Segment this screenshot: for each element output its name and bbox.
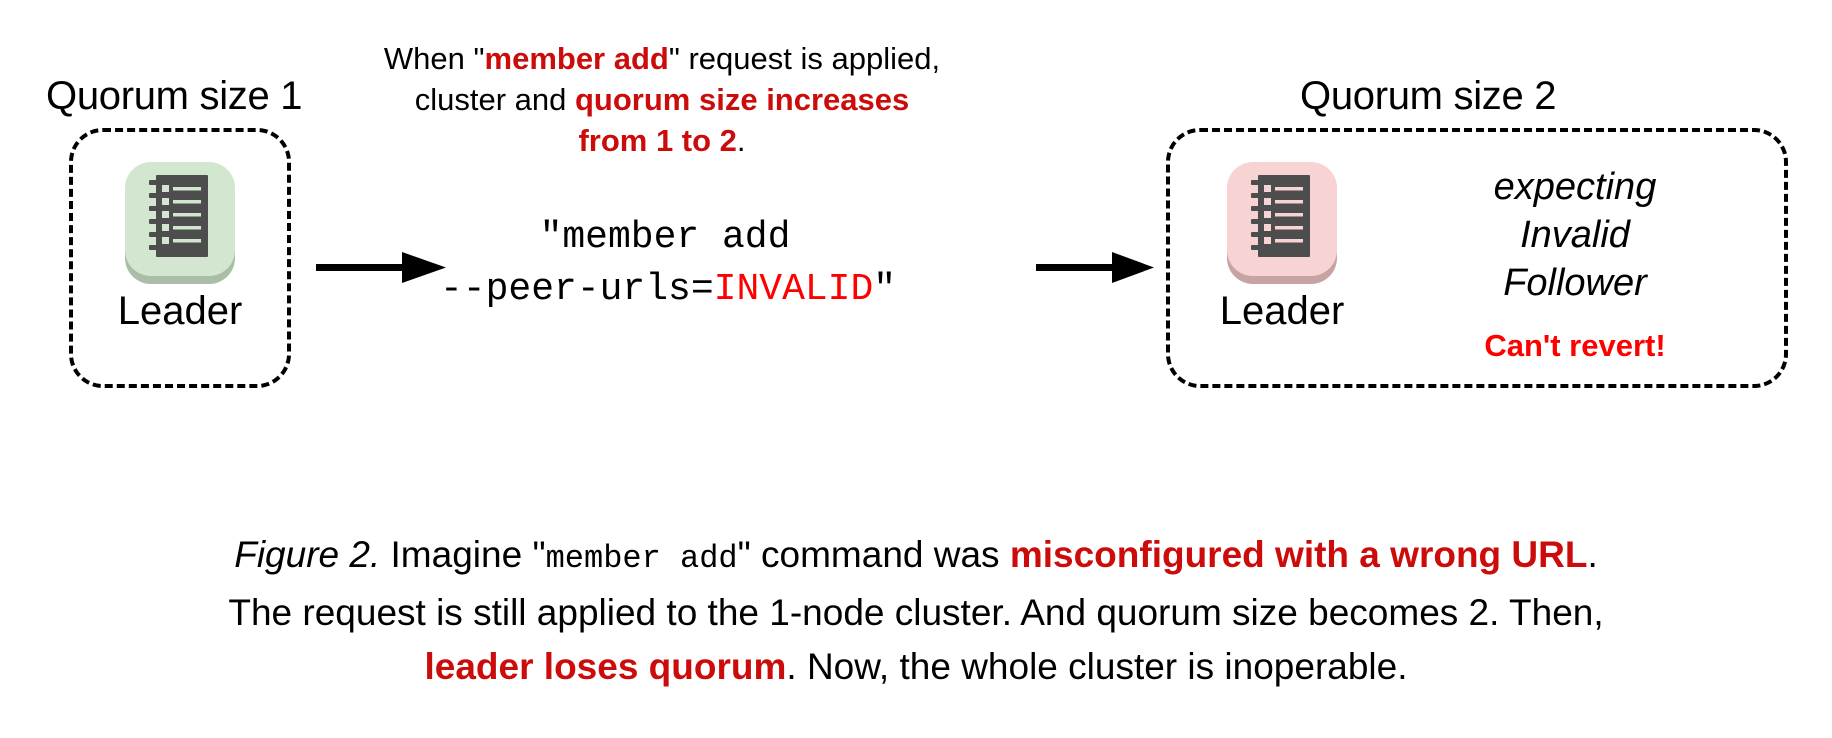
- caption-line-1: Figure 2. Imagine "member add" command w…: [36, 528, 1796, 586]
- command-line-2: --peer-urls=INVALID": [440, 264, 896, 316]
- server-rack-icon: [149, 175, 208, 257]
- note-line-1: expecting: [1493, 166, 1657, 208]
- arrow-right-icon: [316, 252, 446, 283]
- cant-revert-warning: Can't revert!: [1484, 328, 1666, 363]
- command-flag: --peer-urls=: [440, 268, 714, 311]
- explain-seg7: .: [736, 123, 746, 158]
- caption-line-2: The request is still applied to the 1-no…: [228, 592, 1604, 633]
- server-rack-icon: [1251, 175, 1310, 257]
- explain-seg1: When ": [383, 41, 485, 76]
- command-line-1: "member add: [539, 216, 791, 259]
- left-node-label: Leader: [117, 289, 243, 333]
- left-leader-node: Leader: [100, 158, 260, 334]
- figure-caption: Figure 2. Imagine "member add" command w…: [36, 528, 1796, 694]
- note-line-2: Invalid: [1520, 214, 1630, 256]
- command-close-quote: ": [873, 268, 897, 311]
- caption-l1-c: " command was: [737, 534, 1010, 575]
- server-icon: [121, 158, 239, 284]
- command-invalid-value: INVALID: [713, 268, 874, 311]
- explain-seg4: cluster and: [414, 82, 575, 117]
- caption-line-3: leader loses quorum. Now, the whole clus…: [36, 640, 1796, 694]
- command-text: "member add --peer-urls=INVALID": [440, 212, 896, 316]
- left-cluster-title: Quorum size 1: [46, 74, 303, 118]
- explanation-note: When "member add" request is applied, cl…: [352, 38, 972, 161]
- caption-l1-b: Imagine ": [380, 534, 546, 575]
- explain-seg2: member add: [484, 41, 669, 76]
- caption-l1-d: .: [1587, 534, 1598, 575]
- right-node-label: Leader: [1219, 289, 1345, 333]
- left-cluster-box: [69, 128, 291, 388]
- caption-l3-b: . Now, the whole cluster is inoperable.: [786, 646, 1408, 687]
- caption-highlight-1: misconfigured with a wrong URL: [1009, 534, 1588, 575]
- explain-seg5: quorum size increases: [575, 82, 910, 117]
- caption-command-mono: member add: [545, 540, 738, 577]
- note-line-3: Follower: [1503, 262, 1647, 304]
- caption-highlight-2: leader loses quorum: [424, 646, 787, 687]
- right-cluster-title: Quorum size 2: [1300, 74, 1557, 118]
- right-leader-node: Leader: [1202, 158, 1362, 334]
- expecting-invalid-follower-note: expecting Invalid Follower: [1390, 163, 1760, 307]
- explain-seg6: from 1 to 2: [578, 123, 737, 158]
- server-icon: [1223, 158, 1341, 284]
- arrow-right-icon: [1036, 252, 1154, 283]
- explain-seg3: " request is applied,: [668, 41, 941, 76]
- right-cluster-box: [1166, 128, 1788, 388]
- caption-figure-label: Figure 2.: [234, 534, 381, 575]
